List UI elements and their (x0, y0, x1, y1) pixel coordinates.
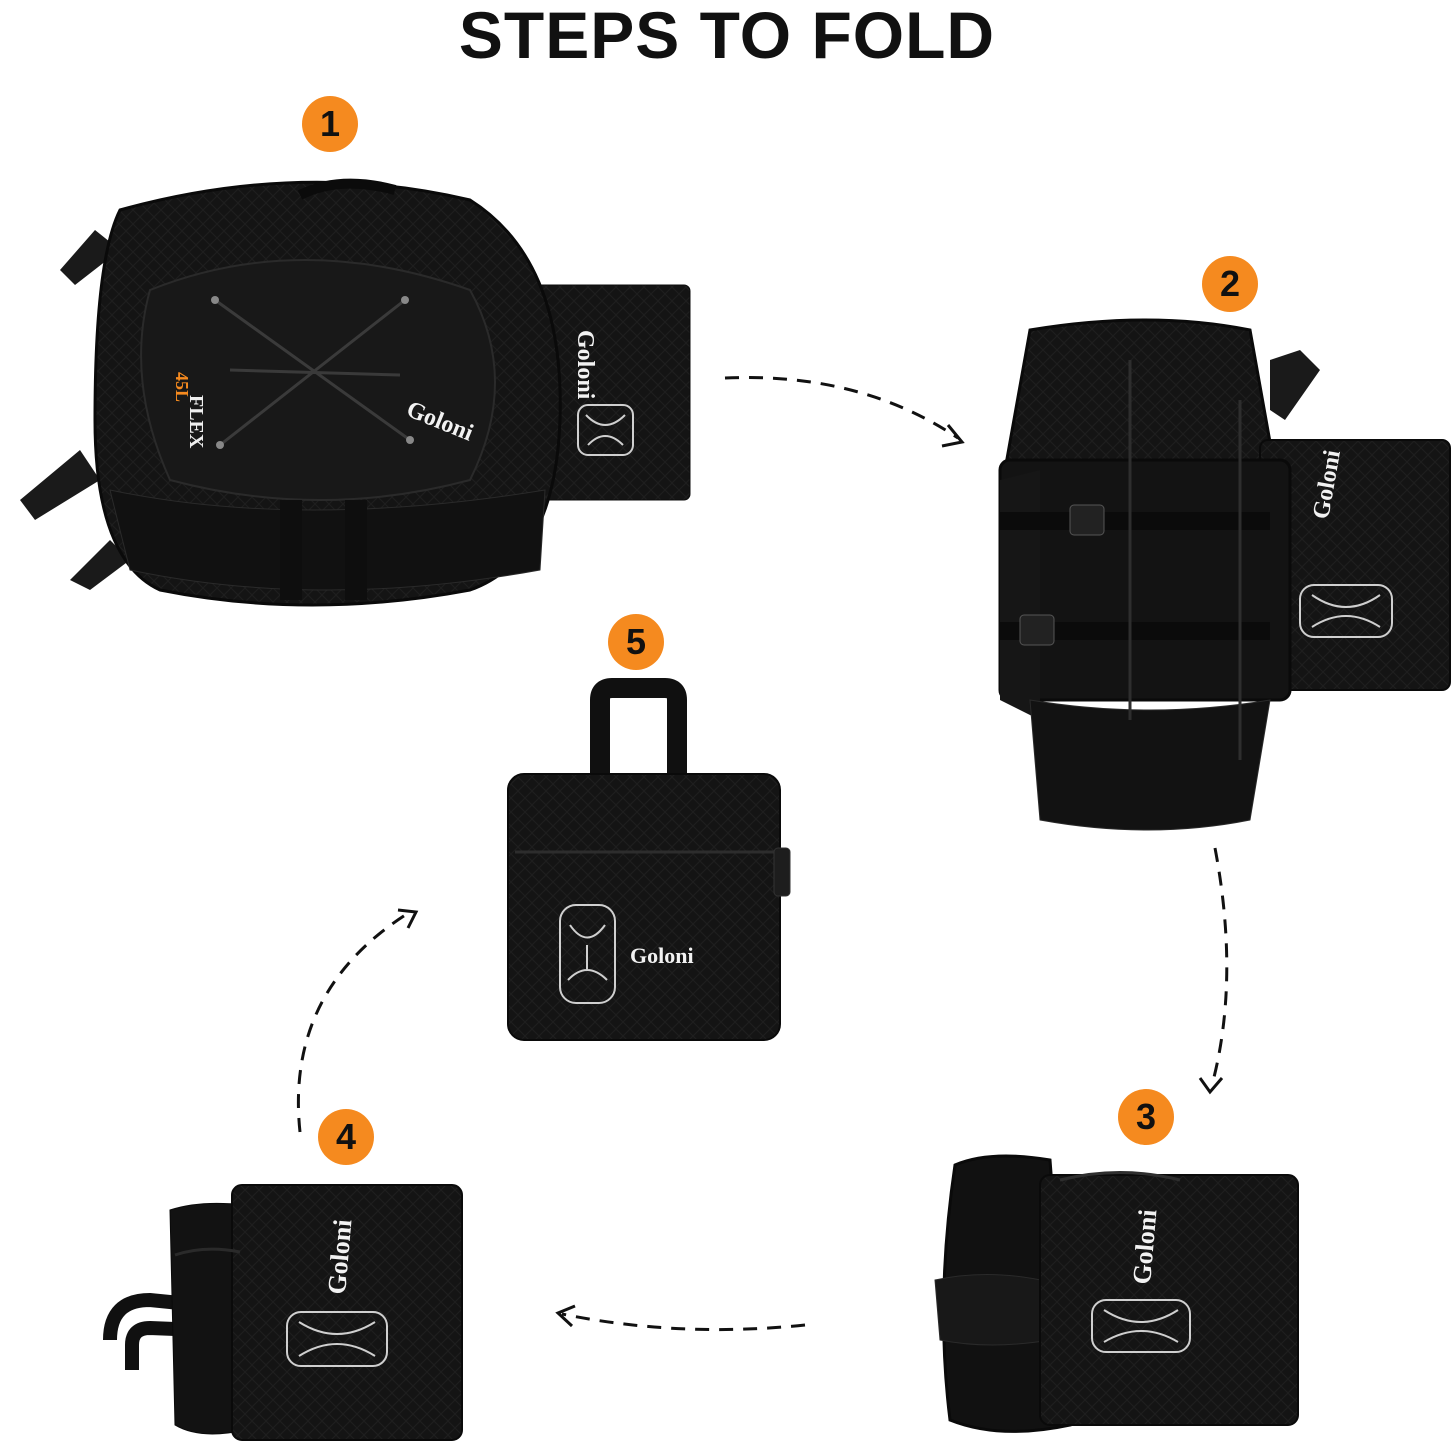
step-4-badge: 4 (318, 1109, 374, 1165)
step-3-badge: 3 (1118, 1089, 1174, 1145)
step-4-backpack-icon (286, 1311, 388, 1367)
step-1-badge: 1 (302, 96, 358, 152)
arrow-2-to-3 (1210, 847, 1229, 1086)
step-1-model-label: FLEX (185, 395, 207, 449)
arrow-1-to-2 (724, 376, 959, 440)
step-5-backpack-icon (559, 904, 616, 1004)
step-5-badge: 5 (608, 614, 664, 670)
step-3-brand-logo: Goloni (1127, 1208, 1162, 1285)
page-title: STEPS TO FOLD (458, 0, 996, 72)
step-2-backpack-image (998, 318, 1451, 831)
step-2-backpack-icon (1299, 584, 1393, 638)
step-1-sleeve-backpack-icon (577, 404, 634, 456)
step-3-backpack-icon (1091, 1299, 1191, 1353)
step-4-folded-bundle-image (103, 1184, 463, 1441)
step-2-badge: 2 (1202, 256, 1258, 312)
step-1-sleeve-brand-logo: Goloni (572, 330, 598, 400)
step-1-backpack-image (20, 178, 691, 607)
step-1-capacity-label: 45L (172, 372, 192, 402)
step-5-folded-pouch-image (507, 678, 791, 1041)
arrow-3-to-4 (561, 1312, 806, 1332)
arrow-4-to-5 (296, 910, 411, 1133)
step-4-brand-logo: Goloni (322, 1218, 357, 1295)
step-5-brand-logo: Goloni (630, 943, 694, 968)
step-3-folded-bundle-image (934, 1154, 1299, 1433)
